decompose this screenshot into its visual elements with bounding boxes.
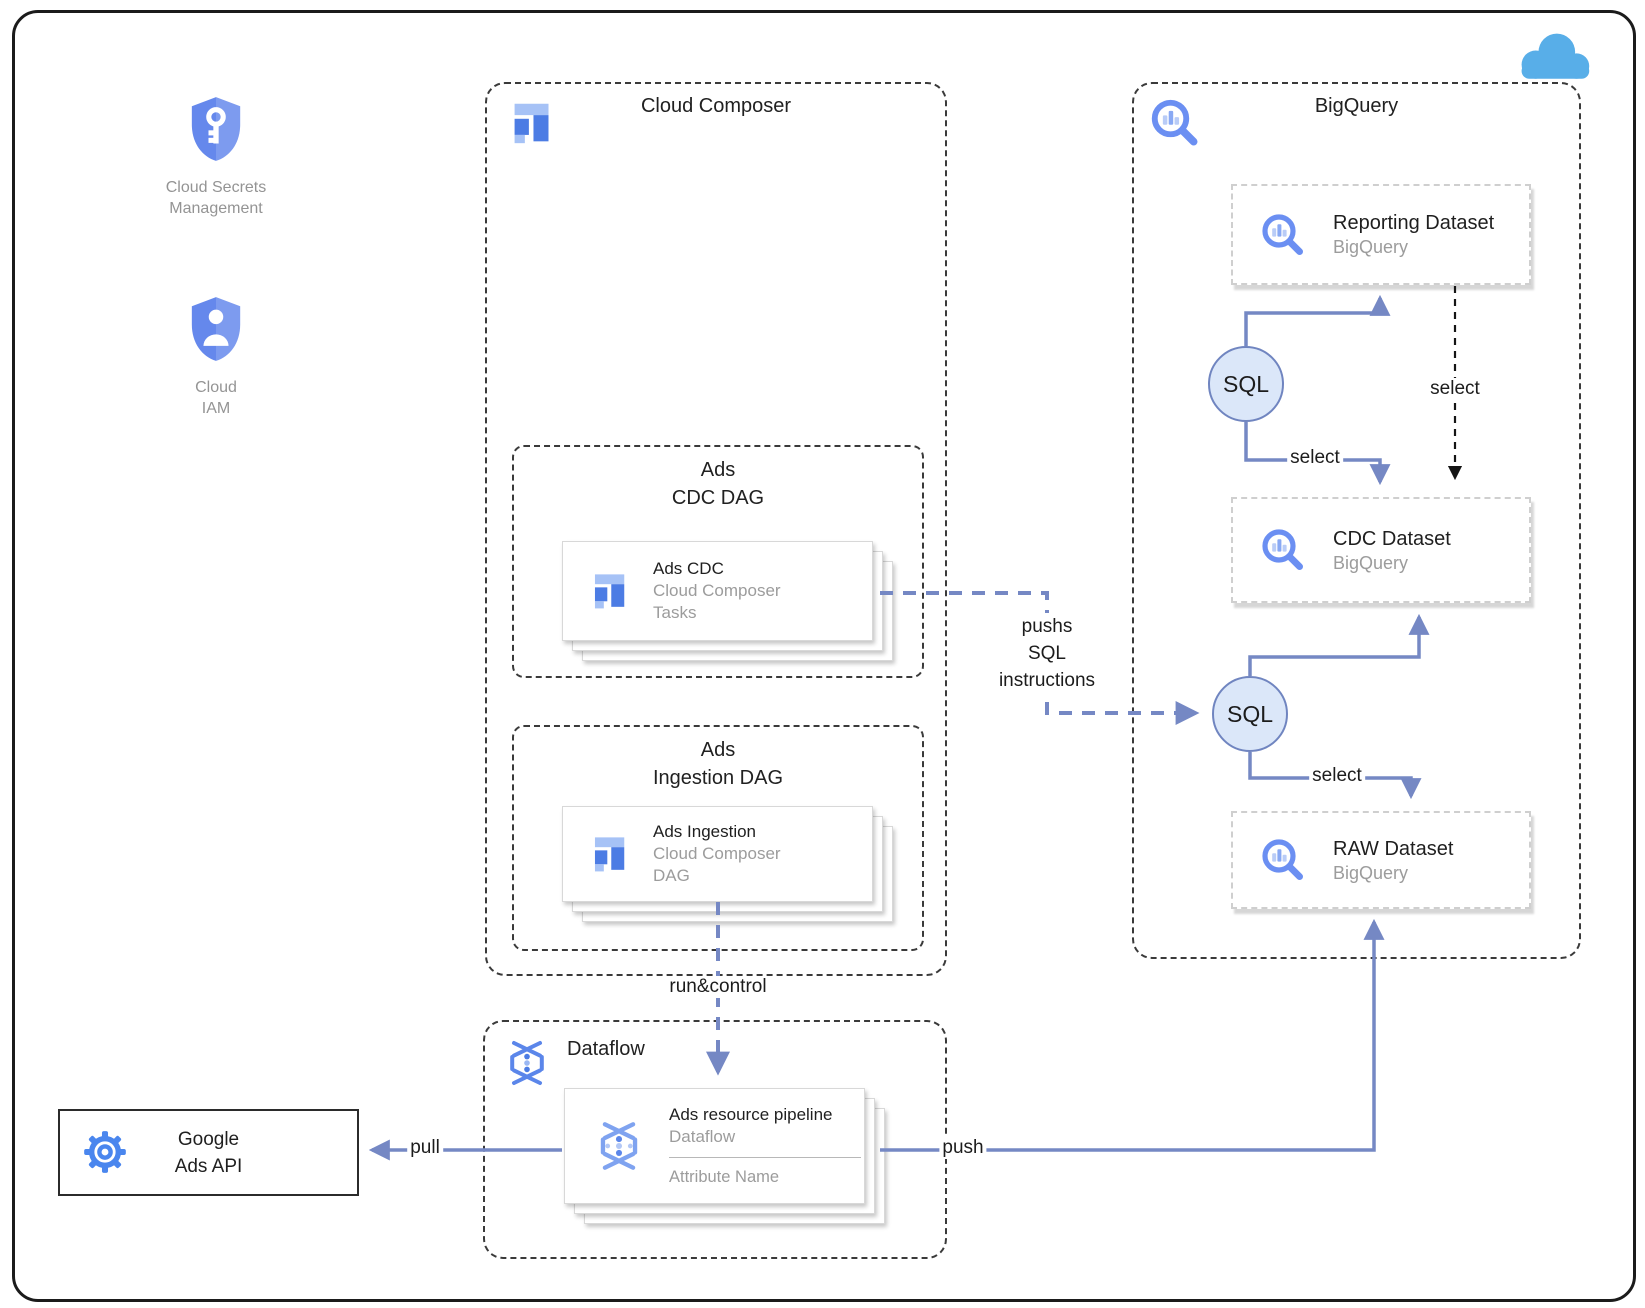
raw-dataset-title: RAW Dataset: [1333, 837, 1454, 860]
bigquery-container: BigQuery Reporting Dataset BigQuery: [1132, 82, 1581, 959]
dataflow-card-title: Ads resource pipeline: [669, 1105, 833, 1124]
iam-label-line1: Cloud: [195, 379, 237, 396]
cloud-iam-item: Cloud IAM: [156, 292, 276, 419]
ads-ingestion-dag-box: Ads Ingestion DAG Ads Ingestion Cloud Co…: [512, 725, 924, 951]
gear-icon: [84, 1131, 126, 1173]
reporting-dataset-title: Reporting Dataset: [1333, 212, 1495, 234]
ads-cdc-dag-box: Ads CDC DAG Ads CDC Cloud Composer Task: [512, 445, 924, 678]
dataflow-container: Dataflow Ads resourc: [483, 1020, 947, 1259]
ads-ingestion-card-subtitle1: Cloud Composer: [653, 844, 781, 863]
cloud-icon: [1508, 28, 1600, 90]
dataflow-title: Dataflow: [567, 1038, 645, 1060]
cloud-composer-title: Cloud Composer: [640, 95, 792, 117]
ads-cdc-dag-title-line2: CDC DAG: [671, 487, 765, 509]
cdc-dataset-subtitle: BigQuery: [1333, 552, 1409, 573]
ads-ingestion-card-subtitle2: DAG: [653, 866, 690, 885]
cloud-composer-icon: [594, 837, 625, 872]
shield-person-icon: [191, 297, 241, 361]
raw-dataset-box: RAW Dataset BigQuery: [1231, 811, 1531, 909]
raw-dataset-subtitle: BigQuery: [1333, 862, 1409, 883]
edge-label-select-sql1-cdc: select: [1287, 447, 1343, 469]
dataflow-icon: [600, 1122, 638, 1170]
pushs-line1: pushs: [1021, 616, 1073, 637]
edge-label-run-control: run&control: [666, 976, 770, 998]
iam-label-line2: IAM: [201, 400, 231, 417]
bigquery-icon: [1148, 96, 1202, 155]
ads-api-label-line2: Ads API: [174, 1155, 243, 1177]
pushs-line3: instructions: [998, 670, 1096, 691]
ads-cdc-dag-title-line1: Ads: [700, 459, 736, 481]
ads-cdc-card-subtitle2: Tasks: [653, 603, 697, 622]
ads-ingestion-card-title: Ads Ingestion: [653, 822, 757, 841]
bigquery-icon: [1262, 213, 1303, 255]
cloud-composer-icon: [594, 574, 625, 609]
reporting-dataset-box: Reporting Dataset BigQuery: [1231, 184, 1531, 285]
edge-label-pull: pull: [407, 1137, 443, 1159]
sql-node-bottom-label: SQL: [1226, 700, 1274, 727]
edge-label-pushs-sql-instructions: pushs SQL instructions: [995, 613, 1099, 694]
dataflow-icon: [503, 1035, 551, 1096]
ads-ingestion-dag-title-line1: Ads: [700, 739, 736, 761]
dataflow-card-stack: Ads resource pipeline Dataflow Attribute…: [564, 1088, 885, 1224]
dataflow-card-subtitle: Dataflow: [669, 1127, 736, 1146]
bigquery-icon: [1262, 529, 1303, 570]
ads-api-label-line1: Google: [177, 1128, 240, 1150]
sql-node-top-label: SQL: [1222, 370, 1270, 397]
ads-cdc-card-title: Ads CDC: [653, 559, 724, 578]
sql-node-bottom: SQL: [1212, 676, 1288, 752]
google-ads-api-box: Google Ads API: [58, 1109, 359, 1196]
sql-node-top: SQL: [1208, 346, 1284, 422]
dataflow-card: Ads resource pipeline Dataflow Attribute…: [564, 1088, 865, 1204]
card-divider: [669, 1157, 861, 1158]
cloud-composer-icon: [510, 97, 554, 154]
dataflow-card-attribute: Attribute Name: [669, 1168, 780, 1186]
cdc-dataset-title: CDC Dataset: [1333, 527, 1451, 550]
edge-label-select-sql2-raw: select: [1309, 765, 1365, 787]
pushs-line2: SQL: [1027, 643, 1067, 664]
reporting-dataset-subtitle: BigQuery: [1333, 237, 1409, 257]
edge-label-push: push: [939, 1137, 987, 1159]
cloud-composer-container: Cloud Composer Ads CDC DAG Ads CDC: [485, 82, 947, 976]
cloud-secrets-management-item: Cloud Secrets Management: [156, 92, 276, 219]
bigquery-title: BigQuery: [1314, 95, 1399, 117]
bigquery-icon: [1262, 839, 1303, 880]
ads-ingestion-card-stack: Ads Ingestion Cloud Composer DAG: [562, 806, 893, 922]
ads-cdc-card-stack: Ads CDC Cloud Composer Tasks: [562, 541, 893, 661]
secrets-label-line1: Cloud Secrets: [165, 179, 267, 196]
cdc-dataset-box: CDC Dataset BigQuery: [1231, 497, 1531, 603]
outer-border: [12, 10, 1636, 1302]
ads-cdc-card-subtitle1: Cloud Composer: [653, 581, 781, 600]
secrets-label-line2: Management: [169, 200, 263, 217]
edge-label-select-reporting-cdc: select: [1427, 378, 1483, 400]
ads-cdc-card: Ads CDC Cloud Composer Tasks: [562, 541, 873, 641]
shield-key-icon: [191, 97, 241, 161]
ads-ingestion-dag-title-line2: Ingestion DAG: [652, 767, 784, 789]
ads-ingestion-card: Ads Ingestion Cloud Composer DAG: [562, 806, 873, 902]
